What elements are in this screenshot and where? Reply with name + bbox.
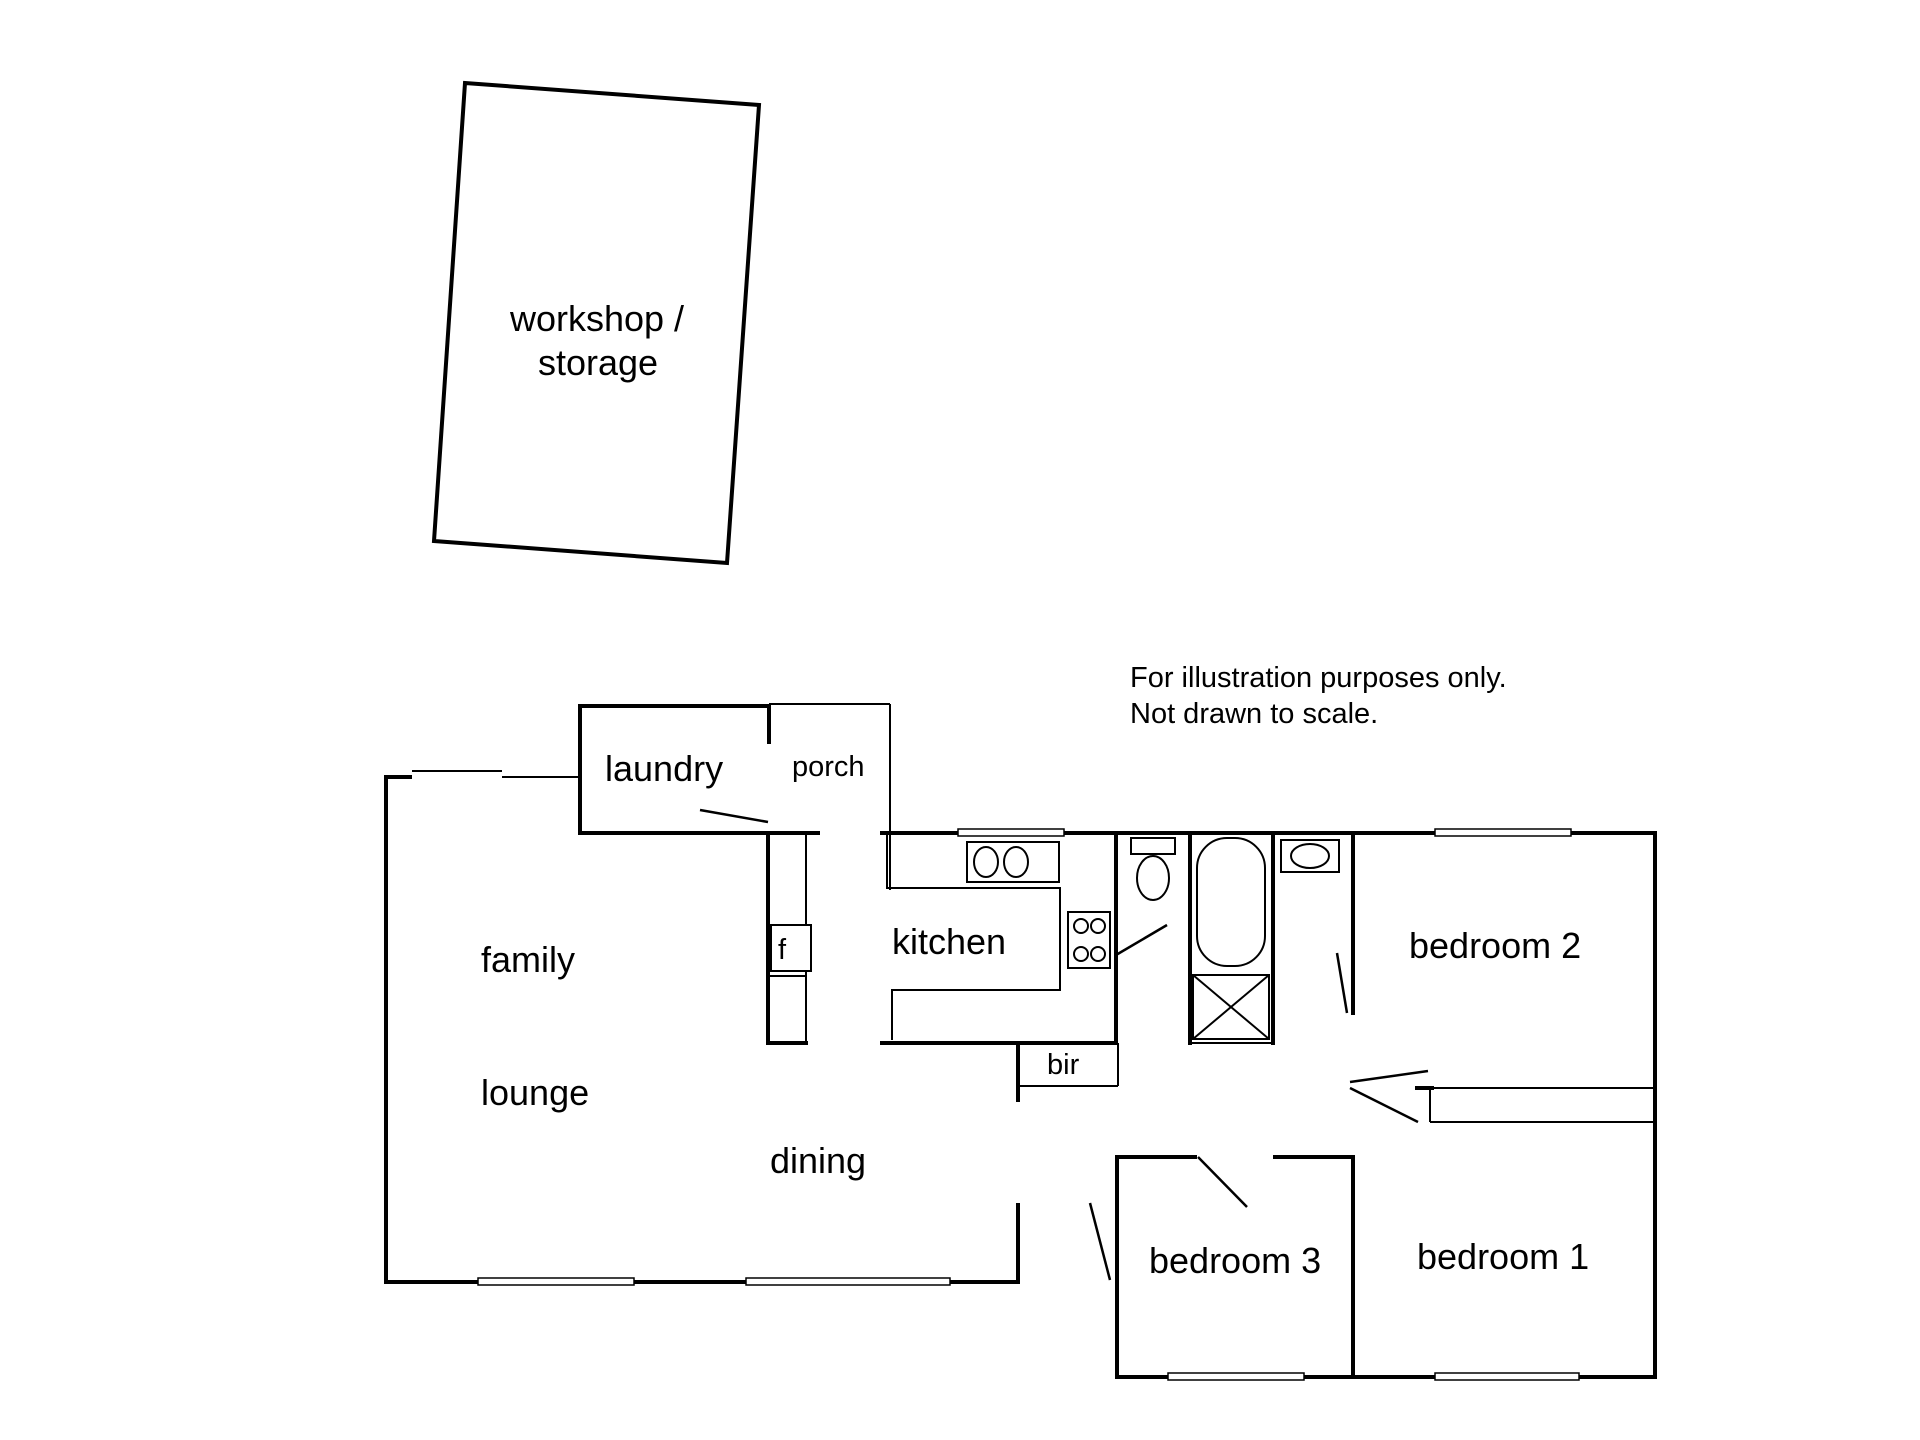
lounge-label: lounge xyxy=(481,1072,589,1113)
kitchen-walls xyxy=(880,831,1118,1045)
workshop-outline xyxy=(431,80,762,566)
bir-cupboard xyxy=(1016,1041,1119,1102)
family-window-right xyxy=(745,1277,951,1286)
bedroom3-door xyxy=(1197,1156,1248,1208)
disclaimer-line-1: For illustration purposes only. xyxy=(1130,662,1507,694)
bathtub xyxy=(1196,837,1266,967)
bedroom3-walls xyxy=(1115,1155,1355,1379)
family-label: family xyxy=(481,939,575,980)
laundry-walls xyxy=(578,704,820,835)
dining-label: dining xyxy=(770,1140,866,1181)
vanity-basin xyxy=(1280,839,1340,873)
bedroom3-window xyxy=(1167,1372,1305,1381)
disclaimer-line-2: Not drawn to scale. xyxy=(1130,698,1378,730)
kitchen-bench xyxy=(886,833,1061,1040)
family-window-left xyxy=(477,1277,635,1286)
bedroom2-walls xyxy=(1351,831,1655,1123)
kitchen-sink xyxy=(966,841,1060,883)
bedroom2-window xyxy=(1434,828,1572,837)
toilet-door xyxy=(1115,923,1168,957)
bedroom2-label: bedroom 2 xyxy=(1409,925,1581,966)
kitchen-window xyxy=(957,828,1065,837)
fridge-column xyxy=(766,831,812,1045)
bir-label: bir xyxy=(1047,1049,1080,1081)
workshop-label-line2: storage xyxy=(538,342,658,383)
laundry-door xyxy=(699,808,769,824)
entry-door xyxy=(1088,1202,1112,1281)
porch-label: porch xyxy=(792,751,865,783)
bedroom2-door xyxy=(1349,1069,1429,1084)
porch-outline xyxy=(769,703,891,890)
fridge-label: f xyxy=(778,934,787,966)
bedroom1-window xyxy=(1434,1372,1580,1381)
workshop-label-line1: workshop / xyxy=(509,298,684,339)
shower xyxy=(1192,974,1270,1040)
bedroom1-door xyxy=(1349,1086,1419,1124)
kitchen-cooktop xyxy=(1067,911,1111,969)
bedroom3-label: bedroom 3 xyxy=(1149,1240,1321,1281)
bedroom1-label: bedroom 1 xyxy=(1417,1236,1589,1277)
toilet xyxy=(1130,837,1176,901)
kitchen-label: kitchen xyxy=(892,921,1006,962)
bathroom-door xyxy=(1335,952,1349,1014)
laundry-label: laundry xyxy=(605,748,723,789)
